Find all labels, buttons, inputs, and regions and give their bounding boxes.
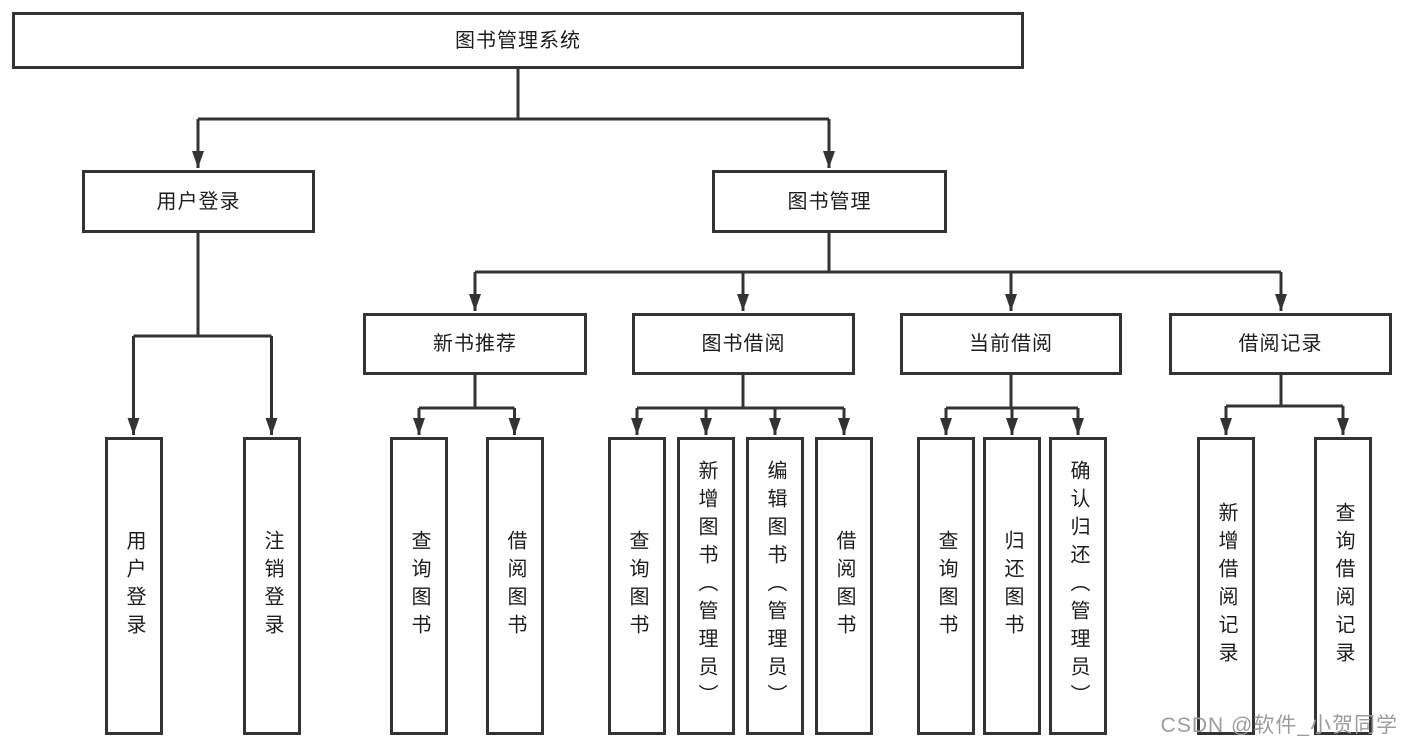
node-book-borrow: 图书借阅 — [632, 313, 855, 375]
leaf-current-query: 查询图书 — [917, 437, 975, 735]
leaf-user-login: 用户登录 — [105, 437, 163, 735]
leaf-current-return: 归还图书 — [983, 437, 1041, 735]
leaf-newbooks-borrow: 借阅图书 — [486, 437, 544, 735]
node-borrow-records: 借阅记录 — [1169, 313, 1392, 375]
csdn-watermark: CSDN @软件_小贺同学 — [1160, 714, 1398, 737]
leaf-records-query: 查询借阅记录 — [1314, 437, 1372, 735]
node-current-borrow: 当前借阅 — [900, 313, 1122, 375]
leaf-records-query-label: 查询借阅记录 — [1332, 502, 1354, 670]
leaf-borrow-borrow: 借阅图书 — [815, 437, 873, 735]
leaf-current-confirm-admin-label: 确认归还（管理员） — [1067, 460, 1089, 712]
leaf-borrow-borrow-label: 借阅图书 — [833, 530, 855, 642]
leaf-user-login-label: 用户登录 — [123, 530, 145, 642]
node-book-management: 图书管理 — [712, 170, 947, 233]
leaf-records-add-label: 新增借阅记录 — [1215, 502, 1237, 670]
leaf-borrow-query-label: 查询图书 — [626, 530, 648, 642]
leaf-newbooks-query: 查询图书 — [390, 437, 448, 735]
node-new-book-recommend: 新书推荐 — [363, 313, 587, 375]
leaf-borrow-add-admin-label: 新增图书（管理员） — [695, 460, 717, 712]
leaf-current-confirm-admin: 确认归还（管理员） — [1049, 437, 1107, 735]
leaf-borrow-edit-admin-label: 编辑图书（管理员） — [764, 460, 786, 712]
leaf-newbooks-query-label: 查询图书 — [408, 530, 430, 642]
node-user-login: 用户登录 — [82, 170, 315, 233]
node-root-system: 图书管理系统 — [12, 12, 1024, 69]
leaf-logout: 注销登录 — [243, 437, 301, 735]
leaf-current-query-label: 查询图书 — [935, 530, 957, 642]
leaf-borrow-edit-admin: 编辑图书（管理员） — [746, 437, 804, 735]
leaf-newbooks-borrow-label: 借阅图书 — [504, 530, 526, 642]
leaf-borrow-add-admin: 新增图书（管理员） — [677, 437, 735, 735]
leaf-borrow-query: 查询图书 — [608, 437, 666, 735]
leaf-current-return-label: 归还图书 — [1001, 530, 1023, 642]
leaf-records-add: 新增借阅记录 — [1197, 437, 1255, 735]
leaf-logout-label: 注销登录 — [261, 530, 283, 642]
